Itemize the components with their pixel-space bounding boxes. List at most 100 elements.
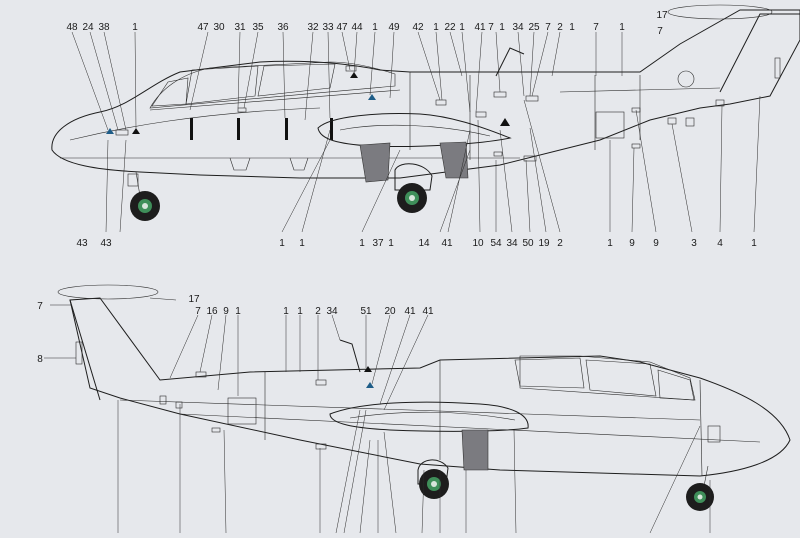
callout-number: 16 (206, 306, 218, 317)
callout-number: 48 (66, 22, 78, 33)
callout-number: 9 (629, 238, 635, 249)
top-canopy-frame-2 (257, 63, 336, 97)
callout-number: 37 (372, 238, 384, 249)
callout-number: 50 (522, 238, 534, 249)
callout-number: 22 (444, 22, 456, 33)
callout-number: 7 (545, 22, 551, 33)
callout-number: 34 (506, 238, 518, 249)
callout-number: 1 (372, 22, 378, 33)
callout-number: 1 (132, 22, 138, 33)
callout-number: 36 (277, 22, 289, 33)
callout-number: 51 (360, 306, 372, 317)
callout-number: 1 (433, 22, 439, 33)
top-tailplane (667, 4, 773, 20)
callout-number: 1 (619, 22, 625, 33)
callout-number: 1 (751, 238, 757, 249)
top-roundel (677, 70, 695, 88)
top-sill-bar-4 (330, 118, 333, 140)
bottom-antenna (339, 339, 361, 373)
bottom-canopy (519, 355, 696, 401)
top-aircraft-profile (51, 4, 800, 221)
callout-number: 8 (37, 354, 43, 365)
top-sill-bar-3 (285, 118, 288, 140)
top-intake-rear (439, 141, 469, 179)
callout-number: 43 (100, 238, 112, 249)
callout-number: 4 (717, 238, 723, 249)
bottom-tailplane (57, 284, 159, 300)
callout-number: 1 (297, 306, 303, 317)
bottom-fuselage-outline (69, 297, 791, 477)
top-canopy-frame-1 (185, 65, 259, 105)
callout-number: 3 (691, 238, 697, 249)
callout-number: 1 (388, 238, 394, 249)
callout-number: 54 (490, 238, 502, 249)
top-fuselage-outline (51, 9, 800, 179)
bottom-fin-flash (75, 341, 83, 365)
callout-number: 7 (37, 301, 43, 312)
callout-number: 2 (557, 238, 563, 249)
callout-number: 47 (336, 22, 348, 33)
callout-number: 41 (422, 306, 434, 317)
callout-number: 1 (299, 238, 305, 249)
callout-number: 31 (234, 22, 246, 33)
callout-number: 41 (441, 238, 453, 249)
callout-number: 9 (223, 306, 229, 317)
top-antenna (495, 47, 525, 77)
callout-number: 10 (472, 238, 484, 249)
callout-number: 17 (188, 294, 200, 305)
callout-number: 25 (528, 22, 540, 33)
callout-number: 1 (499, 22, 505, 33)
callout-number: 33 (322, 22, 334, 33)
bottom-aircraft-profile (57, 284, 791, 511)
callout-number: 41 (474, 22, 486, 33)
callout-number: 34 (512, 22, 524, 33)
callout-number: 1 (235, 306, 241, 317)
callout-number: 1 (607, 238, 613, 249)
callout-number: 1 (459, 22, 465, 33)
callout-number: 7 (593, 22, 599, 33)
callout-number: 2 (557, 22, 563, 33)
top-access-panel (595, 111, 625, 139)
callout-number: 19 (538, 238, 550, 249)
callout-number: 44 (351, 22, 363, 33)
callout-number: 7 (488, 22, 494, 33)
top-canopy-front (151, 77, 189, 107)
bottom-callouts-left: 8 (37, 354, 43, 365)
top-leader-lines (71, 31, 761, 233)
top-canopy (149, 61, 396, 109)
bottom-leader-lines (44, 297, 711, 534)
callout-number: 9 (653, 238, 659, 249)
callout-number: 14 (418, 238, 430, 249)
callout-number: 49 (388, 22, 400, 33)
callout-number: 17 (656, 10, 668, 21)
bottom-fin (69, 299, 101, 401)
callout-number: 20 (384, 306, 396, 317)
callout-number: 30 (213, 22, 225, 33)
callout-number: 2 (315, 306, 321, 317)
top-nose-gear-leg (127, 173, 139, 187)
callout-number: 1 (569, 22, 575, 33)
callout-number: 7 (195, 306, 201, 317)
callout-number: 43 (76, 238, 88, 249)
callout-number: 1 (279, 238, 285, 249)
callout-number: 32 (307, 22, 319, 33)
bottom-access-panel (227, 397, 257, 425)
callout-number: 1 (283, 306, 289, 317)
top-intake (359, 142, 391, 183)
callout-number: 42 (412, 22, 424, 33)
top-fin (719, 13, 800, 93)
callout-number: 38 (98, 22, 110, 33)
top-sill-bar-1 (190, 118, 193, 140)
top-fin-flash (774, 57, 781, 79)
top-sill-bar-2 (237, 118, 240, 140)
bottom-wing (329, 401, 529, 432)
callout-number: 7 (657, 26, 663, 37)
bottom-intake (461, 429, 489, 471)
callout-number: 24 (82, 22, 94, 33)
top-wing (317, 113, 512, 148)
